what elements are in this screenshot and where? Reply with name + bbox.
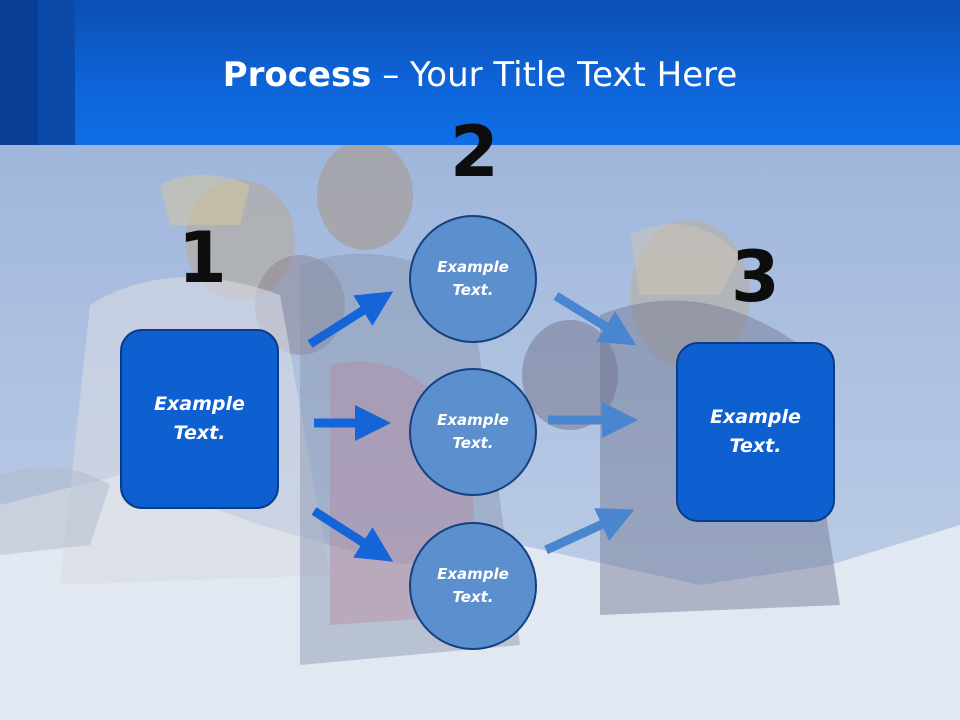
process-circle-bottom: Example Text. xyxy=(409,522,537,650)
header-stripe-dark xyxy=(0,0,38,145)
process-box-left: Example Text. xyxy=(120,329,279,509)
process-box-left-text: Example Text. xyxy=(154,393,245,444)
header-stripe-medium xyxy=(38,0,75,145)
step-number-3: 3 xyxy=(731,236,780,318)
title-rest: – Your Title Text Here xyxy=(371,55,738,95)
process-circle-top-text: Example Text. xyxy=(437,258,509,299)
process-circle-middle: Example Text. xyxy=(409,368,537,496)
slide-title: Process – Your Title Text Here xyxy=(0,55,960,95)
process-circle-middle-text: Example Text. xyxy=(437,411,509,452)
title-bold: Process xyxy=(222,55,372,95)
process-box-right-text: Example Text. xyxy=(710,406,801,457)
step-number-2: 2 xyxy=(450,111,499,193)
process-circle-top: Example Text. xyxy=(409,215,537,343)
process-circle-bottom-text: Example Text. xyxy=(437,565,509,606)
process-box-right: Example Text. xyxy=(676,342,835,522)
step-number-1: 1 xyxy=(178,217,227,299)
header-bar: Process – Your Title Text Here xyxy=(0,0,960,145)
